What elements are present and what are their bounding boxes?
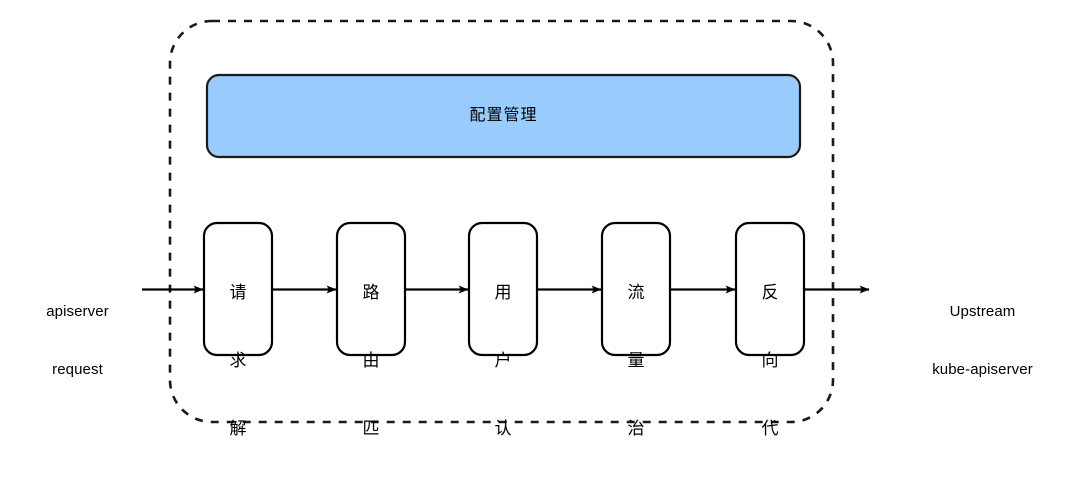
stage-box-reverse-proxy[interactable] (734, 221, 806, 357)
stage-box-request-parsing[interactable] (202, 221, 274, 357)
stage-box-traffic-governance[interactable] (600, 221, 672, 357)
config-management-banner[interactable] (205, 73, 802, 159)
proxy-boundary (168, 19, 835, 424)
stage-box-route-matching[interactable] (335, 221, 407, 357)
stage-box-user-authentication[interactable] (467, 221, 539, 357)
